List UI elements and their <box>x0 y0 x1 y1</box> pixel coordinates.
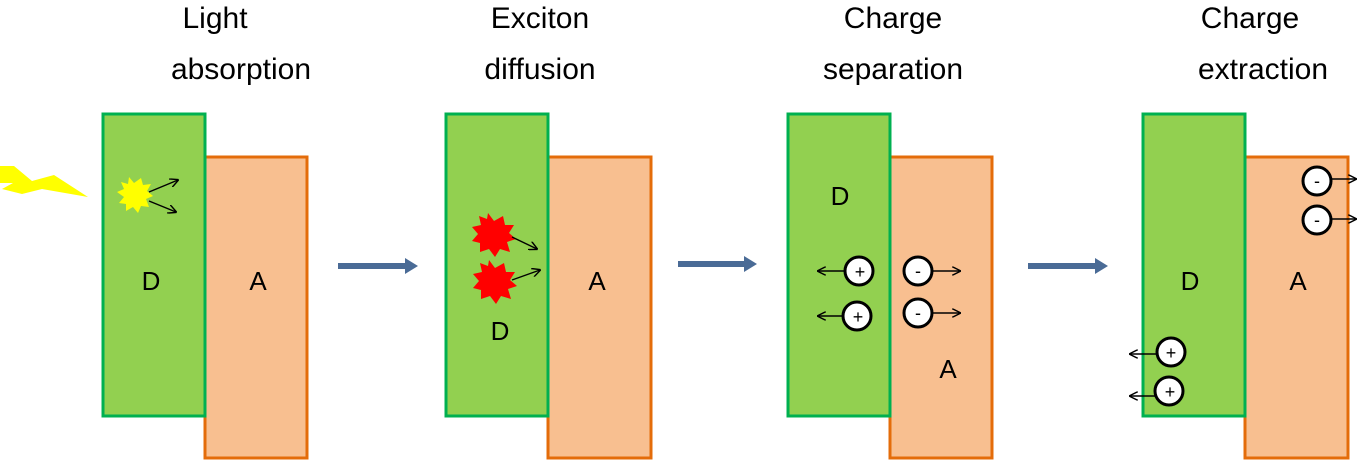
hole-carrier <box>1153 375 1185 407</box>
exciton-burst-icon <box>473 260 517 304</box>
panel-title: Light <box>182 2 248 35</box>
panel-exciton-diffusion: Exciton diffusion D A <box>444 2 653 460</box>
panel-light-absorption: Light absorption D A <box>0 2 311 460</box>
electron-sign: - <box>1314 210 1320 230</box>
electron-carrier <box>1301 165 1333 197</box>
exciton-burst-icon <box>472 213 516 257</box>
hole-sign: + <box>1165 382 1176 402</box>
right-arrow-icon <box>338 258 418 274</box>
hole-carrier <box>841 300 873 332</box>
right-arrow-icon <box>678 256 757 272</box>
panel-title: absorption <box>171 53 311 86</box>
panel-title: Charge <box>844 2 942 35</box>
donor-layer <box>444 112 550 418</box>
acceptor-label: A <box>1289 266 1307 296</box>
electron-sign: - <box>915 303 921 323</box>
donor-layer <box>1141 112 1247 418</box>
acceptor-layer <box>203 155 309 460</box>
panel-title: separation <box>823 53 963 86</box>
lightning-bolt-icon <box>0 166 88 197</box>
panel-charge-extraction: Charge extraction D A - - + + <box>1130 2 1356 460</box>
panel-title: extraction <box>1198 53 1328 86</box>
electron-sign: - <box>1314 171 1320 191</box>
electron-carrier <box>902 297 934 329</box>
acceptor-label: A <box>249 266 267 296</box>
acceptor-label: A <box>939 354 957 384</box>
acceptor-layer <box>546 155 653 460</box>
donor-label: D <box>142 266 161 296</box>
panel-title: Exciton <box>491 2 589 35</box>
hole-sign: + <box>1166 343 1177 363</box>
hole-sign: + <box>855 262 866 282</box>
panel-title: Charge <box>1201 2 1299 35</box>
acceptor-layer <box>1243 155 1350 460</box>
right-arrow-icon <box>1028 258 1108 274</box>
diffusion-arrow <box>511 270 540 281</box>
panel-title: diffusion <box>484 53 595 86</box>
electron-sign: - <box>915 261 921 281</box>
donor-label: D <box>1181 266 1200 296</box>
hole-carrier <box>843 255 875 287</box>
exciton-burst-icon <box>117 177 153 213</box>
donor-label: D <box>491 316 510 346</box>
panel-charge-separation: Charge separation D A + + - - <box>786 2 994 460</box>
donor-label: D <box>831 181 850 211</box>
hole-carrier <box>1155 336 1187 368</box>
acceptor-label: A <box>588 266 606 296</box>
donor-layer <box>101 112 207 418</box>
donor-layer <box>786 112 892 418</box>
diffusion-arrow <box>148 200 176 212</box>
electron-carrier <box>1301 204 1333 236</box>
diffusion-arrow <box>511 236 537 249</box>
hole-sign: + <box>853 307 864 327</box>
diffusion-arrow <box>148 180 178 193</box>
electron-carrier <box>902 255 934 287</box>
